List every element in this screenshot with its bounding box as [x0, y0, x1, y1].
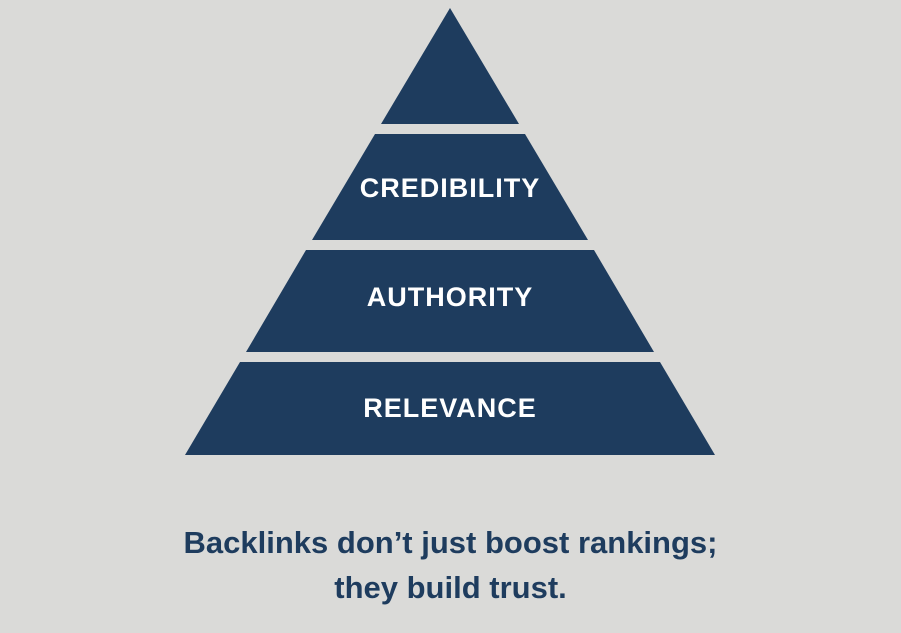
caption-line-2: they build trust.: [334, 570, 567, 605]
pyramid-tier-credibility: [312, 134, 588, 240]
pyramid-diagram: CREDIBILITY AUTHORITY RELEVANCE: [185, 8, 715, 455]
pyramid-tier-authority: [246, 250, 654, 352]
caption-line-1: Backlinks don’t just boost rankings;: [183, 525, 718, 560]
pyramid-tier-top: [381, 8, 519, 124]
pyramid-tier-relevance-label: RELEVANCE: [363, 393, 537, 423]
pyramid-tier-relevance: [185, 362, 715, 455]
pyramid-tier-credibility-label: CREDIBILITY: [360, 173, 541, 203]
caption: Backlinks don’t just boost rankings; the…: [0, 520, 901, 610]
pyramid-tier-authority-label: AUTHORITY: [367, 282, 534, 312]
